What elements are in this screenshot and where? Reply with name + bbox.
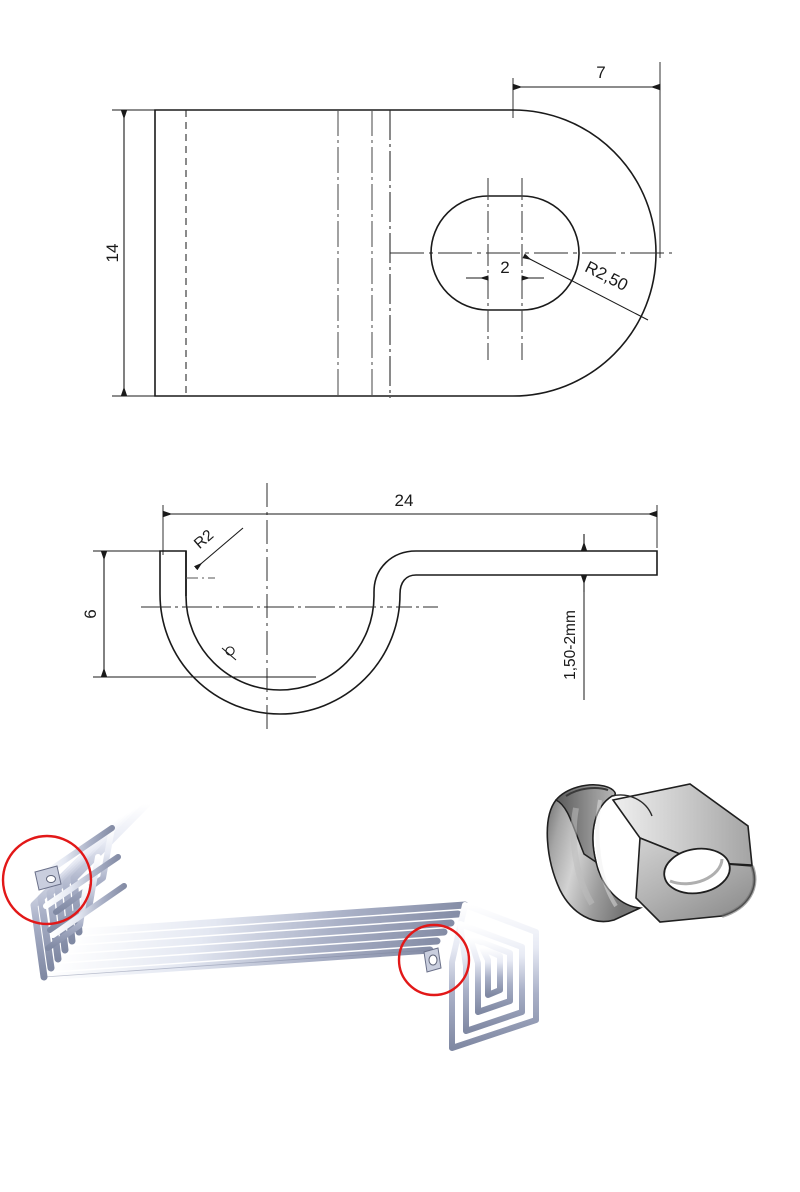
highlight-circle-left [1, 834, 93, 926]
clip-instance-left [34, 865, 62, 891]
radius-tick-mark [221, 647, 237, 661]
radius-tick-loop [225, 646, 235, 656]
dim-label-6: 6 [81, 609, 100, 618]
top-view-outline [154, 109, 657, 397]
wire-bundle-horizontal [40, 901, 469, 981]
clip-3d-render [546, 783, 757, 923]
dim-label-24: 24 [395, 491, 414, 510]
clip-instance-right [423, 947, 442, 973]
dim-label-thickness: 1,50-2mm [562, 610, 579, 680]
side-view-profile [159, 550, 658, 715]
clip-barrel-highlight [570, 807, 595, 906]
clip-tab-edge-shade [721, 865, 757, 918]
dim-label-14: 14 [103, 244, 122, 263]
leader-line-r2 [193, 527, 244, 571]
assembly-render [1, 800, 539, 1051]
leader-line-r250 [522, 253, 649, 321]
clip-barrel-highlight-2 [595, 799, 618, 908]
dim-label-2: 2 [500, 258, 509, 277]
clip-lip-edge [565, 787, 609, 797]
wire-crossbars-right [472, 915, 529, 1007]
clip-hole-shading [669, 858, 724, 886]
highlight-circle-right [397, 923, 471, 997]
clip-seam-line [611, 794, 653, 817]
side-view: 24 6 R2 1,50-2mm [81, 483, 658, 733]
dim-label-7: 7 [596, 63, 605, 82]
